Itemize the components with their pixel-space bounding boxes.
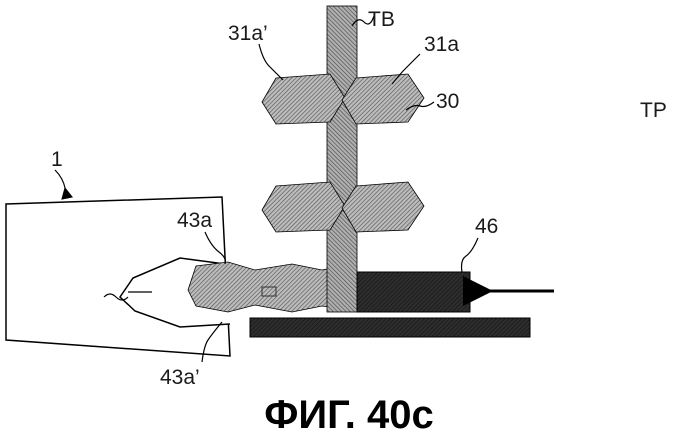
label-46: 46	[475, 215, 498, 238]
label-tp: TP	[640, 99, 667, 122]
label-1: 1	[51, 148, 63, 171]
tablet-middle-right	[342, 182, 424, 232]
leader-31a-prime	[259, 44, 283, 80]
label-30: 30	[436, 90, 459, 113]
base-plate	[250, 318, 530, 337]
tablet-middle-left	[262, 182, 345, 232]
vertical-bar-tb	[327, 6, 357, 312]
label-31a: 31a	[424, 33, 459, 56]
tablet-31a-prime	[262, 74, 345, 124]
label-43a: 43a	[177, 209, 212, 232]
pusher-block-46	[357, 272, 470, 312]
label-43a-prime: 43a’	[160, 366, 200, 389]
leader-46	[462, 238, 479, 272]
figure-caption: ФИГ. 40с	[264, 393, 434, 437]
label-tb: TB	[368, 8, 395, 31]
label-31a-prime: 31a’	[228, 22, 268, 45]
tablet-31a	[342, 74, 424, 124]
leader-1	[55, 170, 65, 188]
